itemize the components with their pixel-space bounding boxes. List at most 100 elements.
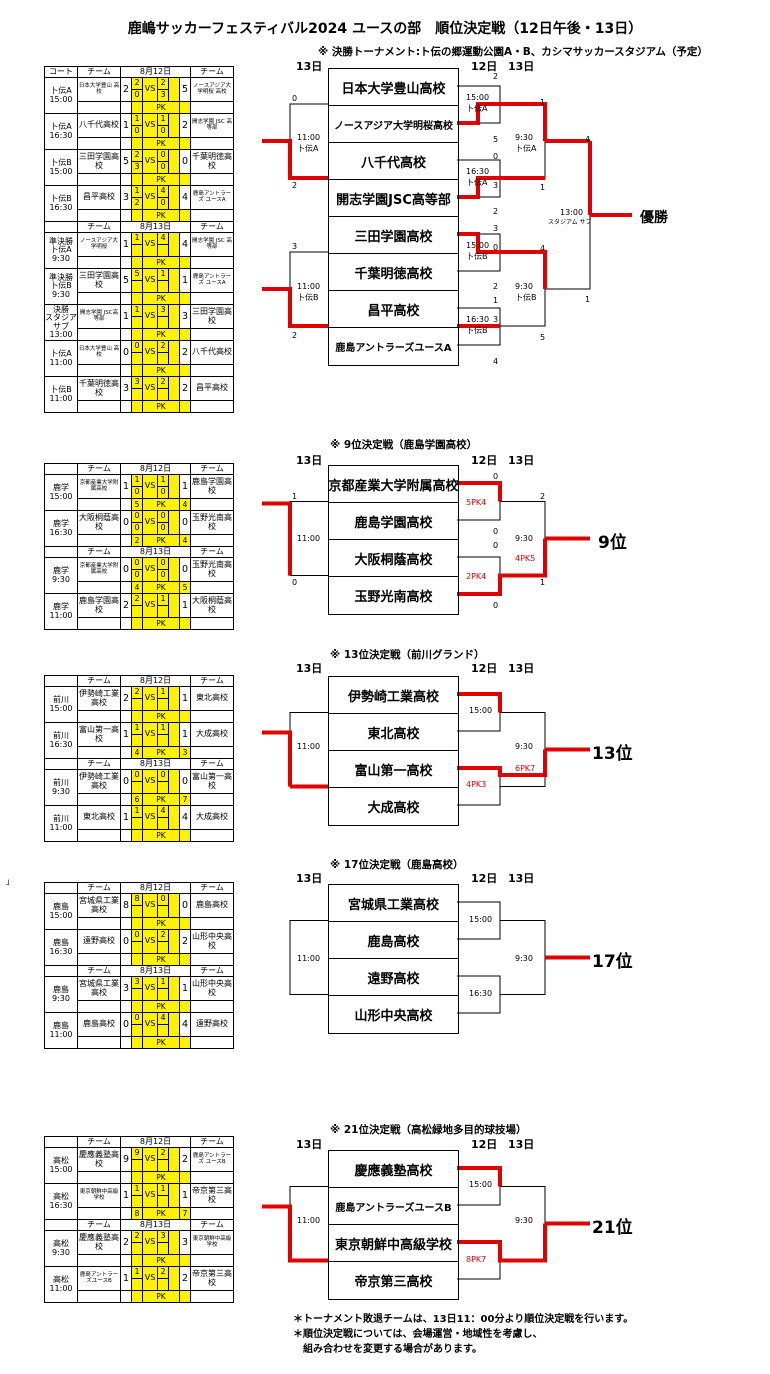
rank-label: 17位 [592,951,633,972]
blank [178,400,192,413]
match-time: 11:00 [297,742,321,751]
score-away-half2 [157,1195,169,1208]
day-label: 13日 [296,1138,323,1151]
pk-row: PK [45,137,235,150]
table-row [45,941,234,954]
team-away: 帝京第三高校 [190,1266,235,1291]
score: 2 [292,331,298,340]
score: 0 [493,601,499,610]
court-line: 卜伝B [50,281,72,291]
court-line: 9:30 [52,1247,70,1257]
team-home: 鹿島高校 [77,1012,121,1037]
score: 3 [493,224,499,233]
match-time: 15:00 [469,706,493,715]
score-away-half2: 0 [157,486,169,499]
vs-label: VS [142,1183,158,1208]
score-away-total: 2 [178,376,192,401]
pk-away: 7 [178,1207,192,1220]
court-line: 16:30 [49,130,73,140]
score-away-half2: 0 [157,125,169,138]
score-home-half2: 0 [131,89,143,102]
pk-away [178,617,192,630]
match-time: 15:00 [469,915,493,924]
team-away: 昌平高校 [190,376,235,401]
bracket-team: 大阪桐蔭高校 [329,540,458,577]
score-away-half2 [157,1242,169,1255]
vs-label: VS [142,557,158,582]
table-row [45,988,234,1001]
score-away-total: 0 [178,769,192,794]
pk-label: PK [142,617,180,630]
court-line: 前川 [53,695,69,705]
score-away-half2: 3 [157,89,169,102]
score: 0 [493,152,499,161]
table-row [45,352,234,365]
match-time: 11:00 [297,133,321,142]
pk-label: PK [142,1171,180,1184]
match-venue: スタジアム サブ [548,219,592,226]
bracket-team: 慶應義塾高校 [329,1151,458,1188]
court-line: 高松 [53,1156,69,1166]
bracket-team: 玉野光南高校 [354,589,433,605]
winner-path [457,481,502,502]
team-away: 開志学園 JSC 高等部 [190,232,235,257]
team-home: 大阪桐蔭高校 [77,510,121,535]
pk-home [131,1290,143,1303]
day-label: 12日 [471,60,498,73]
court-line: 11:00 [49,357,73,367]
court-line: 9:30 [52,253,70,263]
vs-label: VS [142,1230,158,1255]
match-time: 9:30 [515,742,533,751]
court-line: 11:00 [49,1283,73,1293]
score: 1 [540,183,546,192]
score-away-half2 [157,352,169,365]
vs-label: VS [142,232,158,257]
court-line: 前川 [53,731,69,741]
score: 2 [493,207,499,216]
court-line: 11:00 [49,1029,73,1039]
match-venue: 卜伝A [466,103,488,113]
court-line: 16:30 [49,202,73,212]
score-home-half2: 0 [131,486,143,499]
match-time: 9:30 [515,954,533,963]
score: 2 [493,282,499,291]
winner-path [262,1204,328,1263]
pk-label: PK [142,1000,180,1013]
bracket-team: 大成高校 [367,800,420,816]
court-line: 9:30 [52,786,70,796]
pk-row: PK [45,364,235,377]
pk-row: PK [45,173,235,186]
bracket-team: 遠野高校 [329,959,458,996]
pk-label: PK [142,1290,180,1303]
match-time: 9:30 [515,534,533,543]
score: 4 [585,135,591,144]
bracket-team: 東北高校 [329,714,458,751]
court-cell: 決勝スタジアムサブ13:00 [44,304,78,341]
bracket-team: 帝京第三高校 [354,1274,433,1290]
bracket-team: 鹿島アントラーズユースB [329,1188,458,1225]
court-line: 卜伝B [50,158,72,168]
score: 5 [493,135,499,144]
score: 1 [540,578,546,587]
match-time: 11:00 [297,534,321,543]
bracket-team: 八千代高校 [329,143,458,180]
score: 0 [292,94,298,103]
score: 3 [292,242,298,251]
court-line: 卜伝A [50,86,72,96]
vs-label: VS [142,474,158,499]
team-away: 三田学園高校 [190,304,235,329]
pk-label: PK [142,534,180,547]
winner-path [457,102,500,125]
